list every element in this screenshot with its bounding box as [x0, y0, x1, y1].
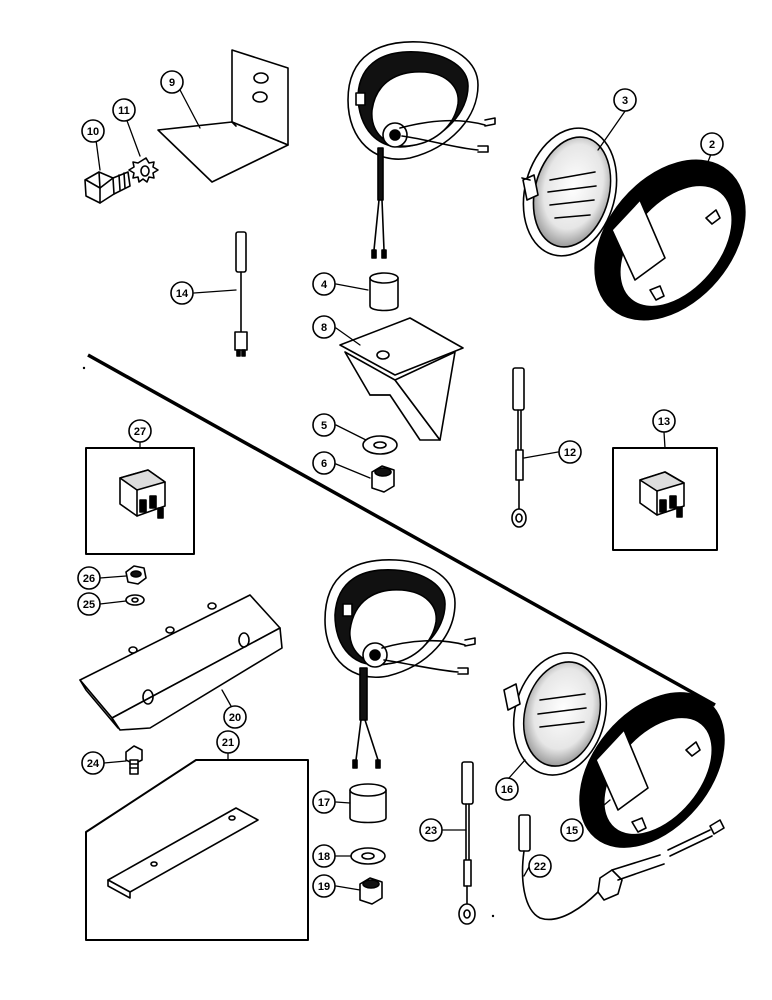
ground-wire-lower	[458, 761, 476, 925]
connector-wire-upper	[234, 231, 248, 357]
spacer-part-upper	[369, 272, 399, 312]
callout-18: 18	[312, 844, 336, 868]
nut-part-lower	[359, 877, 383, 905]
svg-text:26: 26	[83, 573, 95, 585]
spacer-part-lower	[349, 783, 387, 824]
callout-15: 15	[560, 818, 584, 842]
flat-washer-part-lower	[350, 847, 386, 865]
callout-8: 8	[312, 315, 336, 339]
callout-25: 25	[77, 592, 101, 616]
svg-text:14: 14	[176, 288, 189, 300]
callout-14: 14	[170, 281, 194, 305]
sealed-beam-lens-upper	[521, 127, 618, 257]
callout-19: 19	[312, 874, 336, 898]
svg-text:9: 9	[169, 77, 175, 89]
svg-text:23: 23	[425, 825, 437, 837]
nut-part-26	[125, 565, 147, 585]
svg-text:17: 17	[318, 797, 330, 809]
bolt-part	[84, 171, 131, 204]
callout-16: 16	[495, 777, 519, 801]
sealed-beam-lens-lower	[503, 652, 608, 776]
relay-box-left	[85, 447, 195, 555]
lamp-housing-upper	[347, 41, 496, 259]
angle-plate-part	[79, 594, 283, 731]
callout-23: 23	[419, 818, 443, 842]
nut-part-upper	[371, 465, 395, 493]
callout-22: 22	[528, 854, 552, 878]
svg-text:4: 4	[321, 279, 328, 291]
callout-27: 27	[128, 419, 152, 443]
svg-text:10: 10	[87, 126, 99, 138]
callout-3: 3	[613, 88, 637, 112]
lock-washer-part	[128, 157, 159, 183]
callout-4: 4	[312, 272, 336, 296]
svg-text:18: 18	[318, 851, 330, 863]
flat-washer-part-upper	[362, 435, 398, 455]
speck-dot	[82, 366, 86, 370]
svg-text:6: 6	[321, 458, 327, 470]
svg-text:3: 3	[622, 95, 628, 107]
speck-dot	[491, 914, 495, 918]
callout-26: 26	[77, 566, 101, 590]
callout-6: 6	[312, 451, 336, 475]
lamp-housing-lower	[324, 559, 476, 769]
svg-text:27: 27	[134, 426, 146, 438]
svg-text:19: 19	[318, 881, 330, 893]
callout-20: 20	[223, 705, 247, 729]
callout-12: 12	[558, 440, 582, 464]
svg-text:13: 13	[658, 416, 670, 428]
callout-17: 17	[312, 790, 336, 814]
callout-24: 24	[81, 751, 105, 775]
callout-13: 13	[652, 409, 676, 433]
ground-wire-upper	[511, 367, 527, 528]
section-divider-line	[87, 353, 716, 707]
mounting-bracket-part	[339, 317, 464, 441]
svg-text:11: 11	[118, 105, 130, 117]
svg-text:2: 2	[709, 139, 715, 151]
retaining-ring-lower	[579, 692, 725, 848]
svg-text:24: 24	[87, 758, 100, 770]
leader-lines	[95, 87, 714, 891]
svg-text:25: 25	[83, 599, 95, 611]
callout-5: 5	[312, 413, 336, 437]
strap-plate-box	[85, 759, 309, 941]
svg-text:8: 8	[321, 322, 327, 334]
relay-box-right	[612, 447, 718, 551]
svg-text:15: 15	[566, 825, 578, 837]
svg-text:21: 21	[222, 737, 234, 749]
callout-9: 9	[160, 70, 184, 94]
callout-2: 2	[700, 132, 724, 156]
svg-text:16: 16	[501, 784, 513, 796]
washer-part-25	[125, 594, 145, 606]
svg-text:5: 5	[321, 420, 327, 432]
callout-11: 11	[112, 98, 136, 122]
callout-10: 10	[81, 119, 105, 143]
callout-21: 21	[216, 730, 240, 754]
angle-bracket-part	[157, 49, 289, 183]
svg-text:20: 20	[229, 712, 241, 724]
retaining-ring-upper	[594, 159, 746, 321]
bolt-part-24	[125, 745, 143, 775]
sensor-cable-part	[518, 814, 725, 921]
svg-text:12: 12	[564, 447, 576, 459]
svg-text:22: 22	[534, 861, 546, 873]
